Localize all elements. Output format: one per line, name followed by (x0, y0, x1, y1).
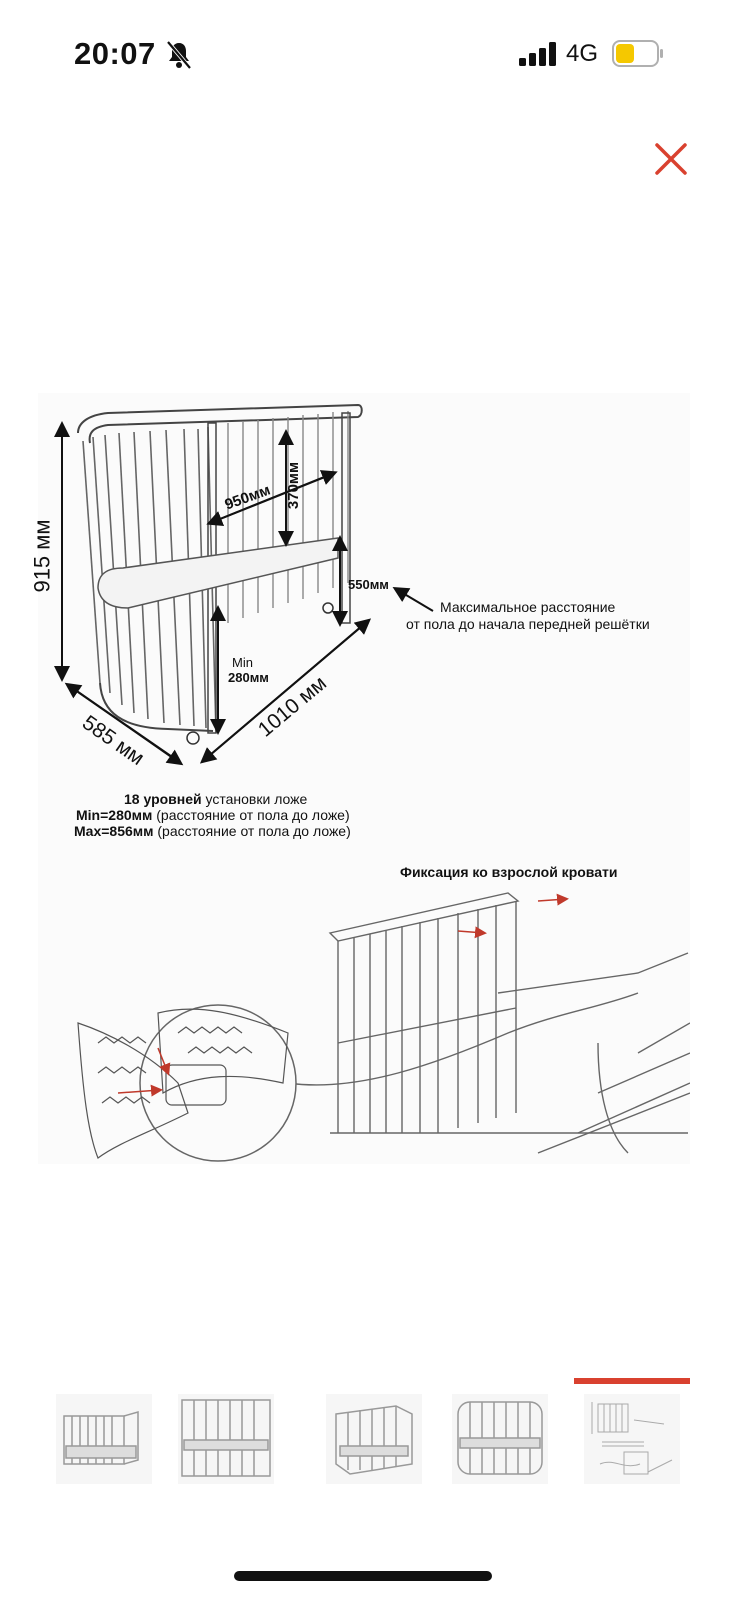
max-bold: Max=856мм (74, 823, 154, 839)
thumbnail-3[interactable] (326, 1394, 422, 1484)
note-line-2: от пола до начала передней решётки (406, 616, 650, 632)
crib-dimensions-thumbnail-image (591, 1402, 673, 1475)
levels-rest: установки ложе (201, 791, 308, 807)
min-rest: (расстояние от пола до ложе) (152, 807, 350, 823)
crib-dimensions-drawing (54, 403, 690, 1162)
min-line: Min=280мм (расстояние от пола до ложе) (76, 807, 350, 823)
bell-muted-icon (166, 40, 192, 70)
battery-icon (612, 40, 663, 67)
min-bold: Min=280мм (76, 807, 153, 823)
status-bar: 20:07 4G (0, 0, 738, 110)
home-indicator[interactable] (234, 1571, 492, 1581)
status-time: 20:07 (74, 36, 156, 71)
thumbnail-4[interactable] (452, 1394, 548, 1484)
crib-oval-view-image (457, 1401, 543, 1475)
side-height-dimension: 370мм (285, 461, 303, 510)
note-line-1: Максимальное расстояние (440, 599, 616, 615)
thumbnail-5[interactable] (584, 1394, 680, 1484)
product-image: 915 мм 585 мм 1010 мм 950мм 370мм 550мм … (30, 393, 690, 1164)
min-value: 280мм (228, 670, 269, 685)
selected-thumbnail-indicator (574, 1378, 690, 1384)
crib-side-view-image (63, 1411, 139, 1465)
levels-bold: 18 уровней (124, 791, 202, 807)
signal-icon (519, 42, 556, 66)
fixation-title: Фиксация ко взрослой кровати (400, 864, 618, 880)
network-type: 4G (566, 40, 599, 67)
thumbnail-1[interactable] (56, 1394, 152, 1484)
crib-angle-view-image (335, 1405, 413, 1475)
thumbnail-2[interactable] (178, 1394, 274, 1484)
min-label: Min (232, 655, 253, 670)
thumbnail-strip (0, 1378, 738, 1488)
leg-height-dimension: 550мм (348, 577, 389, 592)
crib-front-view-image (181, 1399, 271, 1477)
close-icon[interactable] (651, 139, 691, 179)
max-rest: (расстояние от пола до ложе) (153, 823, 351, 839)
levels-line: 18 уровней установки ложе (124, 791, 307, 807)
height-dimension: 915 мм (29, 519, 55, 593)
max-line: Max=856мм (расстояние от пола до ложе) (74, 823, 351, 839)
